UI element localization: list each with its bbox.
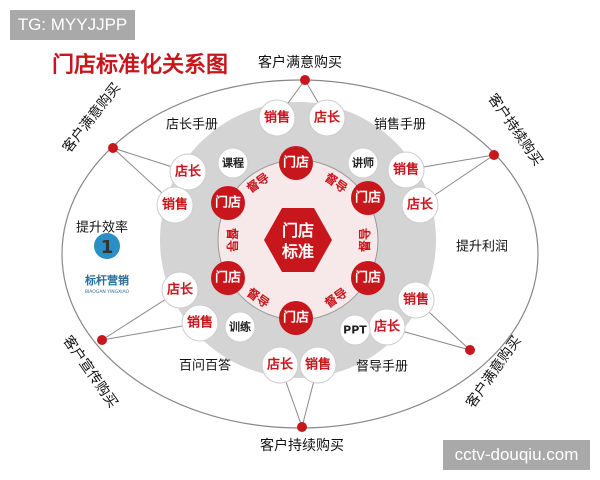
role-label: 销售: [403, 292, 429, 308]
resource-node: [339, 314, 371, 346]
manager-node: [161, 271, 199, 309]
store-node: [279, 301, 313, 335]
supervisor-label: 督导: [225, 228, 240, 252]
manual-label: 百问百答: [179, 358, 231, 374]
resource-label: 讲师: [352, 156, 374, 170]
manager-node: [169, 153, 207, 191]
resource-label: PPT: [343, 324, 367, 337]
role-label: 店长: [314, 110, 341, 126]
svg-text:1: 1: [101, 237, 114, 258]
store-node: [279, 146, 313, 180]
role-label: 店长: [267, 357, 294, 373]
resource-node: [217, 147, 249, 179]
customer-label-bottom: 客户持续购买: [260, 437, 344, 454]
logo-pinyin: BIAOGAN YINGXIAO: [85, 289, 130, 295]
role-label: 销售: [187, 315, 213, 331]
store-node: [351, 261, 385, 295]
manager-node: [261, 346, 299, 384]
logo: 1 标杆营销 BIAOGAN YINGXIAO: [84, 233, 130, 295]
store-node: [351, 181, 385, 215]
customer-dot: [297, 422, 307, 432]
customer-dot: [300, 75, 310, 85]
center-hexagon: [264, 208, 332, 272]
logo-name: 标杆营销: [84, 273, 129, 287]
store-label: 门店: [283, 155, 309, 171]
store-label: 门店: [355, 190, 381, 206]
watermark-bottom: cctv-douqiu.com: [443, 440, 590, 470]
center-label-1: 门店: [282, 221, 314, 240]
goal-label: 提升利润: [456, 239, 508, 255]
customer-dot: [97, 335, 107, 345]
goal-label: 提升效率: [76, 220, 128, 236]
role-label: 销售: [264, 110, 290, 126]
customer-dot: [108, 143, 118, 153]
customer-dot: [489, 150, 499, 160]
role-label: 店长: [407, 197, 434, 213]
role-label: 销售: [393, 162, 419, 178]
resource-node: [347, 147, 379, 179]
sales-node: [397, 281, 435, 319]
manual-label: 销售手册: [374, 117, 426, 133]
sales-node: [299, 346, 337, 384]
resource-label: 训练: [229, 320, 251, 334]
manual-label: 督导手册: [356, 360, 408, 375]
supervisor-label: 督导: [357, 228, 372, 252]
customer-label-bottom-right: 客户满意购买: [463, 332, 525, 411]
store-node: [211, 186, 245, 220]
role-label: 店长: [374, 319, 401, 335]
role-label: 店长: [167, 282, 194, 298]
role-label: 销售: [162, 197, 188, 213]
store-label: 门店: [355, 270, 381, 286]
sales-node: [387, 151, 425, 189]
manager-node: [308, 99, 346, 137]
logo-icon: [94, 233, 120, 259]
center-label-2: 标准: [281, 242, 314, 261]
diagram-title: 门店标准化关系图: [52, 52, 228, 78]
store-label: 门店: [283, 310, 309, 326]
resource-label: 课程: [222, 156, 244, 170]
customer-label-top: 客户满意购买: [258, 54, 342, 71]
manual-label: 店长手册: [166, 118, 218, 133]
store-label: 门店: [215, 270, 241, 286]
customer-label-bottom-left: 客户宣传购买: [59, 332, 121, 411]
sales-node: [258, 99, 296, 137]
resource-node: [224, 311, 256, 343]
watermark-top: TG: MYYJJPP: [10, 10, 135, 40]
sales-node: [181, 304, 219, 342]
manager-node: [401, 186, 439, 224]
store-node: [211, 261, 245, 295]
role-label: 店长: [175, 164, 202, 180]
customer-dot: [465, 345, 475, 355]
role-label: 销售: [305, 357, 331, 373]
sales-node: [156, 186, 194, 224]
store-label: 门店: [215, 195, 241, 211]
